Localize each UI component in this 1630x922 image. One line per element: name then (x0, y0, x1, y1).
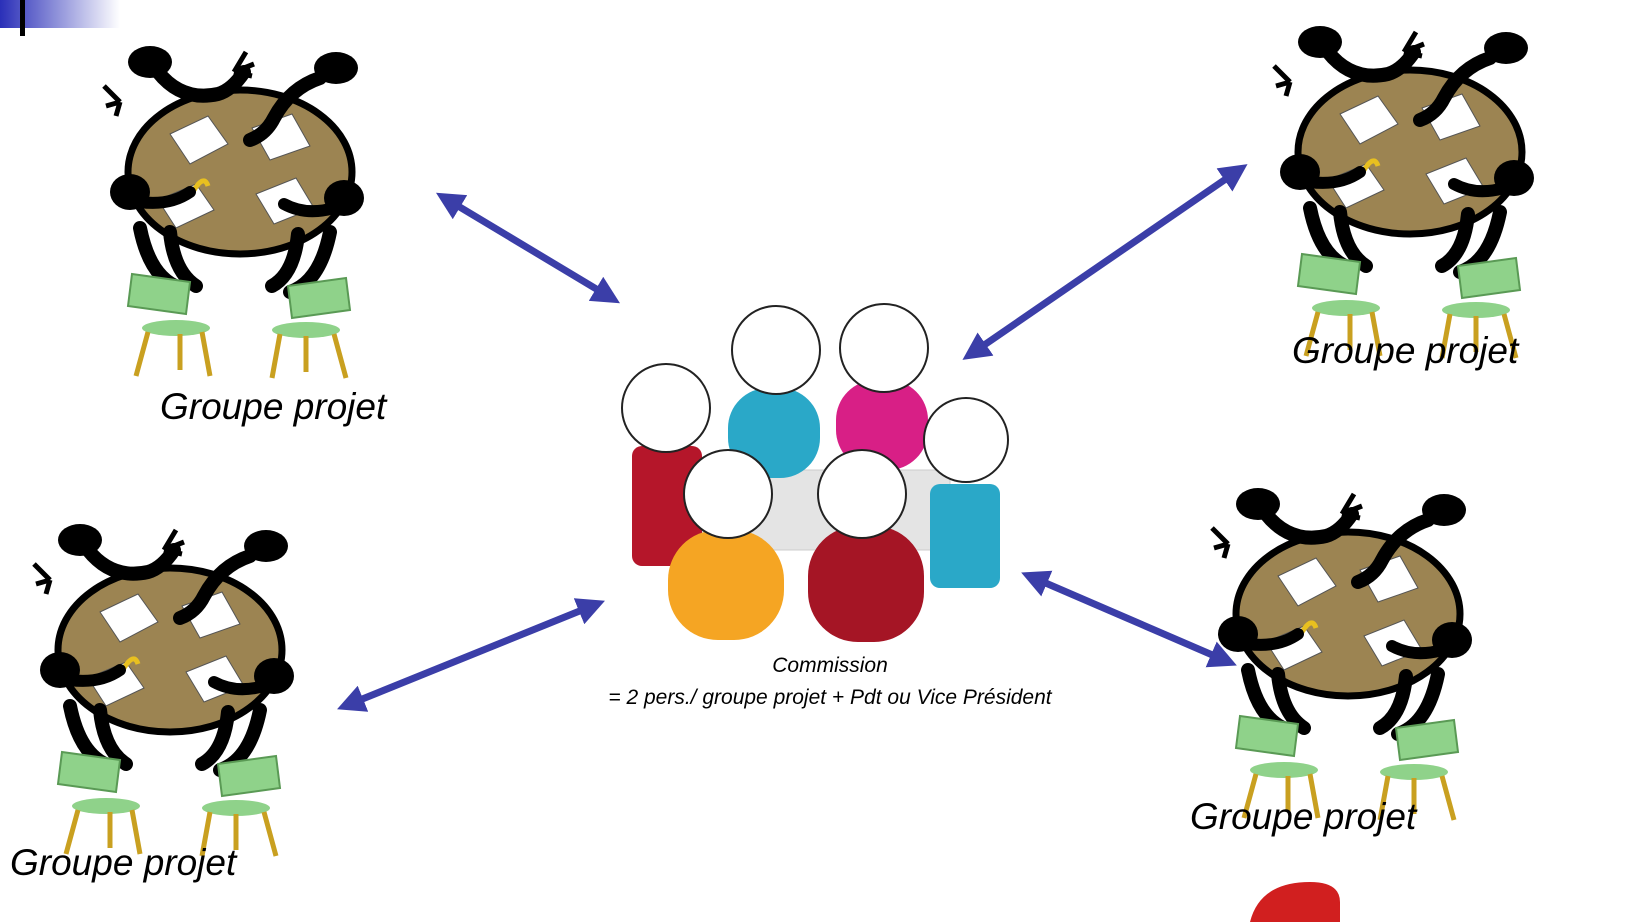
commission-meeting-icon (621, 303, 1009, 642)
slide-corner-accent (0, 0, 120, 28)
double-arrow-icon (962, 164, 1248, 360)
commission-subtitle: = 2 pers./ groupe projet + Pdt ou Vice P… (608, 686, 1052, 709)
group-label-bottom-left: Groupe projet (10, 842, 237, 883)
commission-title: Commission (772, 654, 888, 677)
commission-caption: Commission = 2 pers./ groupe projet + Pd… (520, 650, 1140, 714)
meeting-table-icon (1212, 488, 1472, 820)
group-label-top-right: Groupe projet (1292, 330, 1519, 371)
group-label-bottom-right: Groupe projet (1190, 796, 1417, 837)
double-arrow-icon (435, 192, 621, 304)
red-logo-fragment (1250, 882, 1340, 922)
group-label-top-left: Groupe projet (160, 386, 387, 427)
double-arrow-icon (1021, 570, 1237, 668)
meeting-table-icon (1274, 26, 1534, 358)
slide-corner-bar (20, 0, 25, 36)
meeting-table-icon (34, 524, 294, 856)
double-arrow-icon (337, 598, 605, 712)
meeting-table-icon (104, 46, 364, 378)
